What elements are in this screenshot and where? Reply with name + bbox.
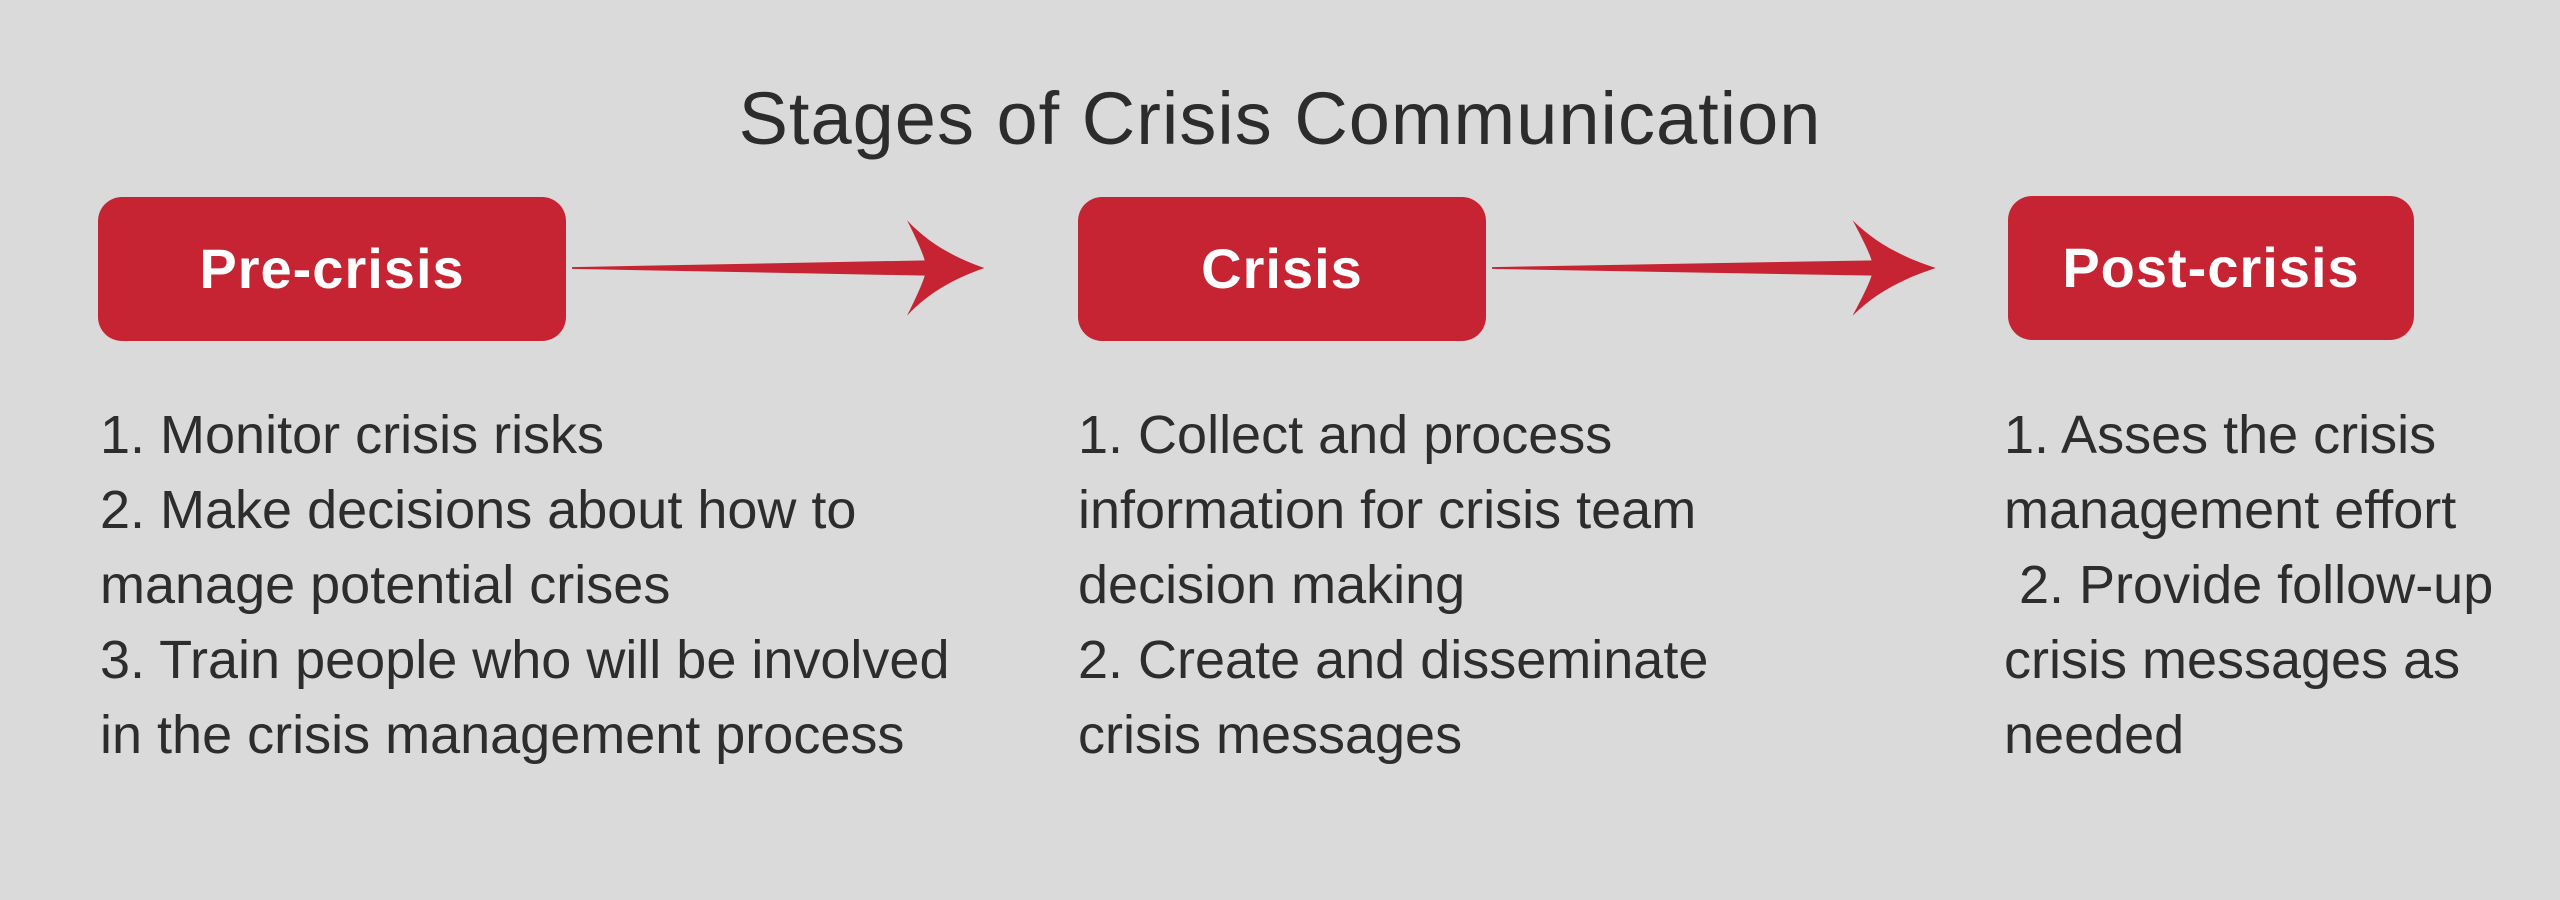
stage-label-post-crisis: Post-crisis: [2062, 236, 2360, 299]
stage-list-pre-crisis: 1. Monitor crisis risks 2. Make decision…: [100, 398, 950, 773]
list-line: management effort: [2004, 480, 2457, 540]
page-title: Stages of Crisis Communication: [738, 77, 1822, 160]
list-line: information for crisis team: [1078, 480, 1697, 540]
list-line: crisis messages: [1078, 705, 1463, 765]
stage-box-pre-crisis: Pre-crisis: [98, 197, 566, 341]
stage-label-crisis: Crisis: [1201, 237, 1363, 300]
stage-label-pre-crisis: Pre-crisis: [199, 237, 465, 300]
list-line: 1. Monitor crisis risks: [100, 405, 605, 465]
list-line: crisis messages as: [2004, 630, 2461, 690]
stage-box-post-crisis: Post-crisis: [2008, 196, 2414, 340]
stage-list-crisis: 1. Collect and process information for c…: [1078, 398, 1708, 773]
stage-box-crisis: Crisis: [1078, 197, 1486, 341]
list-line: 1. Asses the crisis: [2004, 405, 2437, 465]
list-line: manage potential crises: [100, 555, 671, 615]
list-line: 2. Provide follow-up: [2004, 555, 2494, 615]
list-line: 2. Create and disseminate: [1078, 630, 1709, 690]
arrow-right-icon: [1492, 214, 1944, 322]
list-line: decision making: [1078, 555, 1466, 615]
list-line: 3. Train people who will be involved: [100, 630, 950, 690]
list-line: 1. Collect and process: [1078, 405, 1613, 465]
list-line: in the crisis management process: [100, 705, 905, 765]
list-line: 2. Make decisions about how to: [100, 480, 857, 540]
arrow-right-icon: [572, 214, 992, 322]
list-line: needed: [2004, 705, 2185, 765]
stage-list-post-crisis: 1. Asses the crisis management effort 2.…: [2004, 398, 2493, 773]
